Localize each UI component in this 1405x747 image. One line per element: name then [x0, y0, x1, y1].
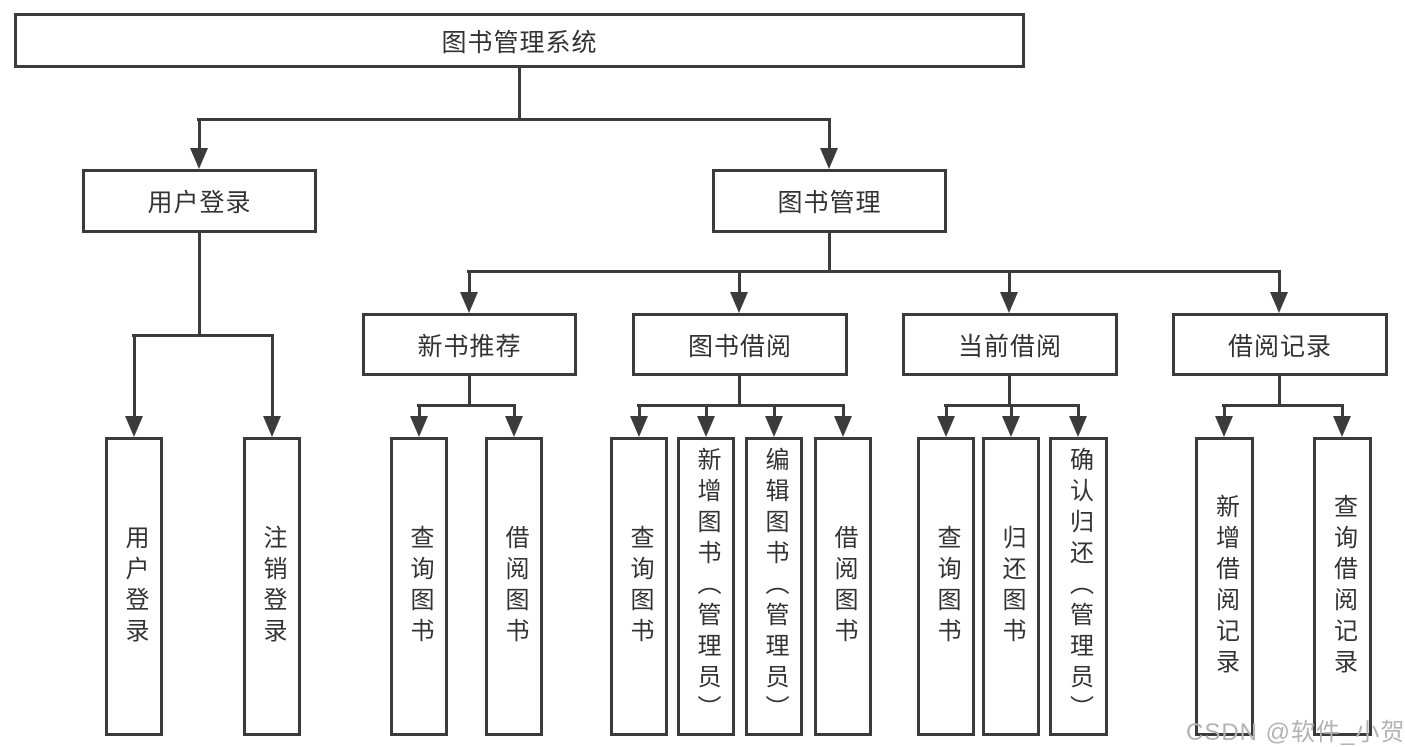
- arrowhead-down-icon: [697, 416, 715, 437]
- node-user-login: 用户登录: [82, 169, 317, 233]
- connector-line: [1222, 404, 1344, 407]
- connector-line: [198, 233, 201, 337]
- leaf-return-books: 归还图书: [982, 437, 1040, 736]
- connector-line: [513, 404, 516, 418]
- leaf-query-books-recommend: 查询图书: [390, 437, 448, 736]
- connector-line: [1223, 404, 1226, 418]
- connector-line: [1010, 404, 1013, 418]
- connector-line: [467, 270, 1281, 273]
- leaf-add-books-admin-label: 新增图书（管理员）: [693, 447, 720, 726]
- arrowhead-down-icon: [410, 416, 428, 437]
- connector-line: [828, 233, 831, 273]
- arrowhead-down-icon: [1333, 416, 1351, 437]
- leaf-confirm-return-admin-label: 确认归还（管理员）: [1065, 447, 1093, 726]
- arrowhead-down-icon: [730, 292, 748, 313]
- connector-line: [842, 404, 845, 418]
- node-book-management: 图书管理: [712, 169, 947, 233]
- connector-line: [417, 404, 515, 407]
- leaf-query-books-current: 查询图书: [917, 437, 975, 736]
- connector-line: [271, 334, 274, 418]
- leaf-query-borrow-record-label: 查询借阅记录: [1329, 493, 1357, 680]
- leaf-add-borrow-record-label: 新增借阅记录: [1211, 493, 1239, 680]
- leaf-query-borrow-record: 查询借阅记录: [1313, 437, 1372, 736]
- node-current-borrowing-label: 当前借阅: [957, 332, 1062, 361]
- arrowhead-down-icon: [190, 148, 208, 169]
- leaf-query-books-borrowing: 查询图书: [610, 437, 668, 736]
- connector-line: [637, 404, 845, 407]
- arrowhead-down-icon: [1215, 416, 1233, 437]
- leaf-logout: 注销登录: [243, 437, 301, 736]
- connector-line: [638, 404, 641, 418]
- leaf-add-borrow-record: 新增借阅记录: [1195, 437, 1254, 736]
- arrowhead-down-icon: [1270, 292, 1288, 313]
- node-root: 图书管理系统: [14, 13, 1025, 68]
- connector-line: [705, 404, 708, 418]
- node-book-management-label: 图书管理: [777, 189, 882, 217]
- connector-line: [132, 334, 274, 337]
- connector-line: [418, 404, 421, 418]
- node-book-borrowing-label: 图书借阅: [687, 332, 792, 361]
- arrowhead-down-icon: [1002, 416, 1020, 437]
- arrowhead-down-icon: [125, 416, 143, 437]
- connector-line: [1278, 270, 1281, 295]
- connector-line: [738, 270, 741, 295]
- leaf-borrow-books-recommend: 借阅图书: [485, 437, 543, 736]
- connector-line: [738, 375, 741, 407]
- node-new-book-recommendation-label: 新书推荐: [417, 332, 522, 361]
- leaf-borrow-books-borrowing: 借阅图书: [814, 437, 872, 736]
- connector-line: [773, 404, 776, 418]
- leaf-edit-books-admin: 编辑图书（管理员）: [745, 437, 803, 736]
- arrowhead-down-icon: [505, 416, 523, 437]
- node-current-borrowing: 当前借阅: [902, 313, 1118, 376]
- node-borrowing-records-label: 借阅记录: [1227, 332, 1332, 361]
- arrowhead-down-icon: [630, 416, 648, 437]
- leaf-query-books-current-label: 查询图书: [933, 524, 960, 649]
- connector-line: [198, 118, 201, 151]
- connector-line: [1008, 270, 1011, 295]
- leaf-add-books-admin: 新增图书（管理员）: [677, 437, 735, 736]
- connector-line: [1341, 404, 1344, 418]
- arrowhead-down-icon: [1000, 292, 1018, 313]
- connector-line: [518, 68, 521, 121]
- connector-line: [133, 334, 136, 418]
- connector-line: [945, 404, 948, 418]
- node-root-label: 图书管理系统: [441, 28, 598, 57]
- arrowhead-down-icon: [765, 416, 783, 437]
- node-book-borrowing: 图书借阅: [632, 313, 848, 376]
- leaf-borrow-books-recommend-label: 借阅图书: [501, 524, 528, 649]
- connector-line: [197, 118, 831, 121]
- leaf-return-books-label: 归还图书: [998, 524, 1025, 649]
- leaf-logout-label: 注销登录: [259, 524, 286, 649]
- connector-line: [1008, 375, 1011, 407]
- leaf-confirm-return-admin: 确认归还（管理员）: [1049, 437, 1108, 736]
- connector-line: [468, 375, 471, 407]
- leaf-query-books-borrowing-label: 查询图书: [626, 524, 653, 649]
- arrowhead-down-icon: [834, 416, 852, 437]
- leaf-user-login-label: 用户登录: [121, 524, 148, 649]
- arrowhead-down-icon: [263, 416, 281, 437]
- arrowhead-down-icon: [937, 416, 955, 437]
- node-user-login-label: 用户登录: [147, 189, 252, 217]
- watermark: CSDN @软件_小贺同学: [1186, 719, 1405, 746]
- connector-line: [1077, 404, 1080, 418]
- arrowhead-down-icon: [820, 148, 838, 169]
- leaf-user-login: 用户登录: [105, 437, 163, 736]
- node-borrowing-records: 借阅记录: [1172, 313, 1388, 376]
- leaf-borrow-books-borrowing-label: 借阅图书: [830, 524, 857, 649]
- connector-line: [468, 270, 471, 295]
- node-new-book-recommendation: 新书推荐: [362, 313, 577, 376]
- arrowhead-down-icon: [460, 292, 478, 313]
- connector-line: [1278, 375, 1281, 407]
- connector-line: [828, 118, 831, 151]
- arrowhead-down-icon: [1069, 416, 1087, 437]
- leaf-query-books-recommend-label: 查询图书: [406, 524, 433, 649]
- leaf-edit-books-admin-label: 编辑图书（管理员）: [761, 447, 788, 726]
